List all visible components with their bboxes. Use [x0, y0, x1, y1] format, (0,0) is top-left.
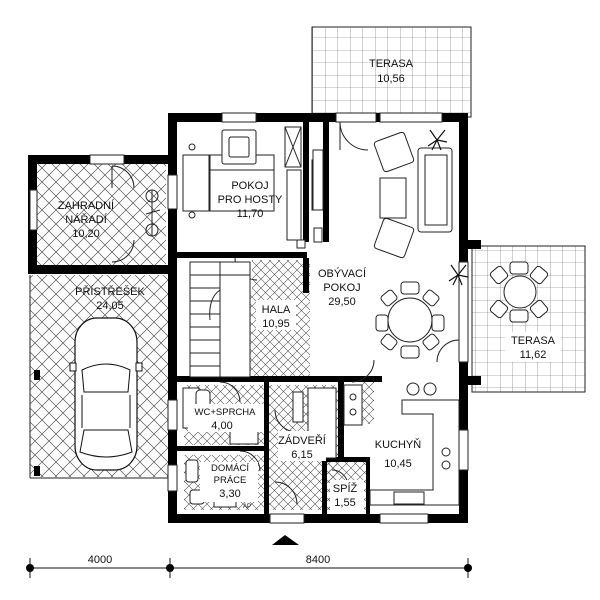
staircase	[189, 261, 251, 378]
dimension-line	[26, 558, 472, 578]
guest-room-area: 11,70	[237, 208, 264, 220]
interior-walls	[177, 122, 382, 522]
guest-room-name-1: POKOJ	[231, 180, 268, 192]
utility-label-bg	[200, 462, 258, 502]
terrace-right-label-bg	[505, 332, 561, 362]
hall-name: HALA	[262, 304, 291, 316]
terrace-top-area: 10,56	[377, 73, 405, 85]
shed-name-1: ZAHRADNÍ	[58, 199, 115, 212]
living-patch	[362, 382, 374, 424]
wc-area: 4,00	[211, 420, 232, 432]
living-room-area: 29,50	[328, 296, 356, 308]
shed-area: 10,20	[72, 228, 100, 240]
dimension-left: 4000	[88, 554, 112, 566]
vestibule-area: 6,15	[291, 449, 312, 461]
pantry-area: 1,55	[334, 497, 355, 509]
entrance-arrow-icon	[272, 535, 299, 545]
utility-name-2: PRÁCE	[214, 475, 247, 486]
shed-name-2: NÁŘADÍ	[65, 213, 108, 226]
terrace-table	[489, 261, 549, 323]
vestibule-label-bg	[278, 431, 326, 461]
living-room-name-1: OBÝVACÍ	[318, 267, 367, 280]
kitchen-area: 10,45	[384, 458, 412, 470]
wc-label-bg	[188, 404, 264, 432]
terrace-right-name: TERASA	[511, 335, 556, 347]
pantry-name: SPÍŽ	[333, 482, 358, 495]
carport-name: PŘÍSTŘEŠEK	[75, 285, 145, 298]
pantry-label-bg	[330, 480, 364, 510]
terrace-top	[311, 26, 472, 118]
terrace-top-name: TERASA	[369, 58, 414, 70]
house-walls	[167, 112, 481, 524]
plant-icon	[427, 129, 469, 286]
shed-walls	[28, 154, 173, 274]
kitchen-units	[343, 382, 460, 506]
living-room-name-2: POKOJ	[323, 282, 360, 294]
hall-area: 10,95	[262, 318, 290, 330]
kitchen-name: KUCHYŇ	[375, 438, 422, 451]
carport-posts	[29, 275, 170, 479]
carport-area: 24,05	[96, 300, 124, 312]
utility-name-1: DOMÁCÍ	[211, 463, 249, 474]
bike-icon	[145, 189, 161, 237]
utility-area: 3,30	[219, 488, 240, 500]
car-icon	[69, 317, 143, 471]
living-furniture	[312, 131, 453, 359]
dimension-right: 8400	[306, 554, 330, 566]
terrace-right-area: 11,62	[520, 349, 547, 361]
guest-room-name-2: PRO HOSTY	[218, 194, 283, 206]
vestibule-name: ZÁDVEŘÍ	[278, 434, 327, 447]
ap-label: AP	[243, 504, 251, 510]
wc-name: WC+SPRCHA	[195, 407, 257, 418]
garden-shed-floor	[36, 162, 166, 266]
hall-label-bg	[256, 300, 296, 330]
